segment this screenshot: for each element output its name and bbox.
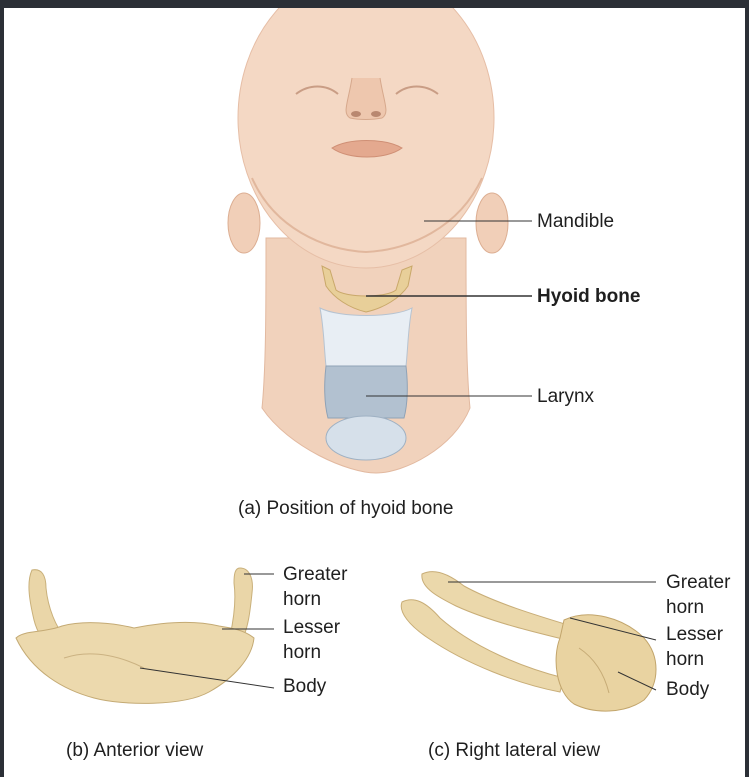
- c-lesser-horn-label-line2: horn: [666, 648, 704, 672]
- caption-b: (b) Anterior view: [66, 740, 203, 762]
- hyoid-anterior-illustration: [16, 568, 254, 703]
- hyoid-lateral-illustration: [401, 572, 656, 711]
- caption-a: (a) Position of hyoid bone: [238, 498, 453, 520]
- nostril: [351, 111, 361, 117]
- mandible-label: Mandible: [537, 210, 614, 234]
- c-greater-horn-label-line2: horn: [666, 596, 704, 620]
- c-greater-horn-label-line1: Greater: [666, 571, 730, 595]
- left-ear: [228, 193, 260, 253]
- b-body-label: Body: [283, 675, 326, 699]
- caption-c: (c) Right lateral view: [428, 740, 600, 762]
- thyroid-cartilage: [320, 308, 412, 366]
- b-lesser-horn-label-line1: Lesser: [283, 616, 340, 640]
- c-body-label: Body: [666, 678, 709, 702]
- right-ear: [476, 193, 508, 253]
- larynx-cartilage: [325, 366, 408, 418]
- b-greater-horn-label-line1: Greater: [283, 563, 347, 587]
- face: [238, 8, 494, 268]
- c-lesser-horn-label-line1: Lesser: [666, 623, 723, 647]
- hyoid-body: [16, 622, 254, 703]
- lateral-body: [556, 615, 656, 711]
- b-lesser-horn-label-line2: horn: [283, 641, 321, 665]
- larynx-label: Larynx: [537, 385, 594, 409]
- figure-canvas: Mandible Hyoid bone Larynx (a) Position …: [4, 8, 745, 777]
- figure-illustration: [4, 8, 745, 777]
- hyoid-bone-label: Hyoid bone: [537, 285, 640, 309]
- head-illustration: [228, 8, 508, 473]
- trachea: [326, 416, 406, 460]
- nostril: [371, 111, 381, 117]
- b-greater-horn-label-line2: horn: [283, 588, 321, 612]
